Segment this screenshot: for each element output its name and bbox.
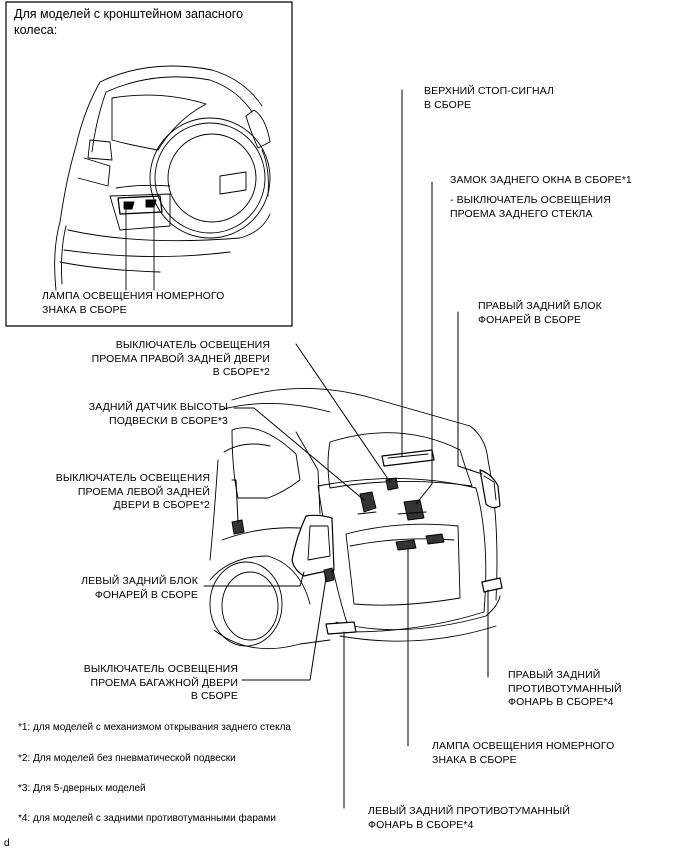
label-lh-door-switch: ВЫКЛЮЧАТЕЛЬ ОСВЕЩЕНИЯ ПРОЕМА ЛЕВОЙ ЗАДНЕ…: [55, 472, 210, 511]
leader-lh-combo: [203, 571, 305, 587]
footnote-4: *4: для моделей с задними противотуманны…: [18, 813, 276, 824]
leader-back-window-lock: [415, 181, 433, 505]
label-rh-combo-lamp: ПРАВЫЙ ЗАДНИЙ БЛОК ФОНАРЕЙ В СБОРЕ: [478, 300, 602, 326]
label-back-window-lock: ЗАМОК ЗАДНЕГО ОКНА В СБОРЕ*1: [450, 174, 632, 186]
main-vehicle: [209, 388, 503, 650]
inset-frame: [5, 1, 293, 327]
leader-lines: [203, 89, 489, 809]
inset-vehicle: [54, 65, 271, 291]
label-lh-fog-lamp: ЛЕВЫЙ ЗАДНИЙ ПРОТИВОТУМАННЫЙ ФОНАРЬ В СБ…: [368, 805, 570, 831]
footnote-1: *1: для моделей с механизмом открывания …: [18, 722, 291, 733]
leader-luggage: [241, 577, 327, 681]
label-luggage-switch: ВЫКЛЮЧАТЕЛЬ ОСВЕЩЕНИЯ ПРОЕМА БАГАЖНОЙ ДВ…: [83, 663, 238, 702]
label-height-sensor: ЗАДНИЙ ДАТЧИК ВЫСОТЫ ПОДВЕСКИ В СБОРЕ*3: [88, 401, 228, 427]
footnote-2: *2: Для моделей без пневматической подве…: [18, 753, 236, 764]
inset-license-lamp-label: ЛАМПА ОСВЕЩЕНИЯ НОМЕРНОГО ЗНАКА В СБОРЕ: [42, 290, 225, 316]
label-high-stop: ВЕРХНИЙ СТОП-СИГНАЛ В СБОРЕ: [424, 85, 554, 111]
leader-rh-door-switch: [295, 343, 391, 483]
label-rh-door-switch: ВЫКЛЮЧАТЕЛЬ ОСВЕЩЕНИЯ ПРОЕМА ПРАВОЙ ЗАДН…: [91, 339, 270, 378]
leader-height-sensor: [233, 407, 365, 501]
corner-mark: d: [4, 838, 10, 849]
inset-title: Для моделей с кронштейном запасного коле…: [14, 7, 244, 37]
label-license-lamp: ЛАМПА ОСВЕЩЕНИЯ НОМЕРНОГО ЗНАКА В СБОРЕ: [432, 740, 615, 766]
leader-rh-combo: [457, 311, 483, 475]
label-back-glass-switch: - ВЫКЛЮЧАТЕЛЬ ОСВЕЩЕНИЯ ПРОЕМА ЗАДНЕГО С…: [450, 194, 611, 220]
footnote-3: *3: Для 5-дверных моделей: [18, 783, 146, 794]
leader-lh-door-switch: [231, 479, 239, 523]
label-lh-combo-lamp: ЛЕВЫЙ ЗАДНИЙ БЛОК ФОНАРЕЙ В СБОРЕ: [81, 575, 198, 601]
label-rh-fog-lamp: ПРАВЫЙ ЗАДНИЙ ПРОТИВОТУМАННЫЙ ФОНАРЬ В С…: [508, 669, 622, 708]
